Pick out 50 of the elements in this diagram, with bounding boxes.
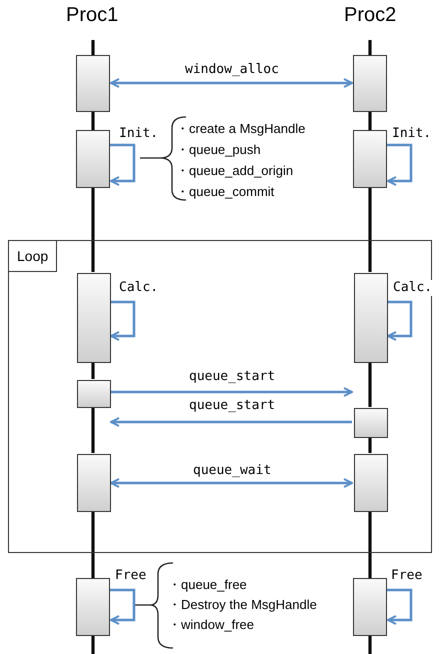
arrow xyxy=(110,588,136,625)
bullet-item: ・queue_commit xyxy=(176,183,274,201)
lifeline xyxy=(91,112,95,130)
arrow xyxy=(387,300,412,341)
activation-box xyxy=(76,55,110,112)
activation-box xyxy=(353,55,387,112)
activation-box xyxy=(354,408,388,438)
activation-box xyxy=(77,380,111,408)
activation-box xyxy=(354,273,388,363)
bullet-item: ・window_free xyxy=(168,616,254,634)
arrow xyxy=(111,387,353,397)
lifeline xyxy=(368,362,372,407)
arrow xyxy=(110,300,136,341)
lifeline xyxy=(368,40,372,55)
edge-label: window_alloc xyxy=(183,62,281,78)
lifeline xyxy=(91,362,95,379)
lifeline xyxy=(91,407,95,453)
arrow xyxy=(110,417,352,427)
arrow xyxy=(387,144,412,186)
activation-box xyxy=(353,578,387,636)
bullet-item: ・create a MsgHandle xyxy=(176,120,306,138)
bullet-item: ・queue_push xyxy=(176,141,261,159)
lifeline xyxy=(368,511,372,578)
lifeline xyxy=(91,40,95,55)
bullet-item: ・queue_free xyxy=(168,576,247,594)
activation-box xyxy=(77,273,111,363)
activation-box xyxy=(353,130,387,188)
lifeline xyxy=(91,636,95,654)
activation-box xyxy=(76,578,110,636)
bullet-item: ・queue_add_origin xyxy=(176,162,294,180)
frame-label: Loop xyxy=(9,241,58,272)
arrow xyxy=(387,588,412,625)
lifeline xyxy=(368,636,372,654)
lifeline xyxy=(91,188,95,272)
lifeline xyxy=(368,188,372,272)
lifeline xyxy=(91,511,95,578)
edge-label: Calc. xyxy=(391,280,434,296)
loop-frame xyxy=(8,240,432,553)
arrow xyxy=(110,144,136,186)
activation-box xyxy=(76,130,110,188)
edge-label: queue_wait xyxy=(191,463,274,479)
activation-box xyxy=(77,454,111,512)
arrow xyxy=(110,78,353,88)
lifeline xyxy=(368,437,372,453)
activation-box xyxy=(354,454,388,512)
lifeline-title: Proc1 xyxy=(66,4,118,27)
lifeline-title: Proc2 xyxy=(344,4,396,27)
lifeline xyxy=(368,112,372,130)
bullet-item: ・Destroy the MsgHandle xyxy=(168,596,317,614)
arrow xyxy=(110,478,353,488)
